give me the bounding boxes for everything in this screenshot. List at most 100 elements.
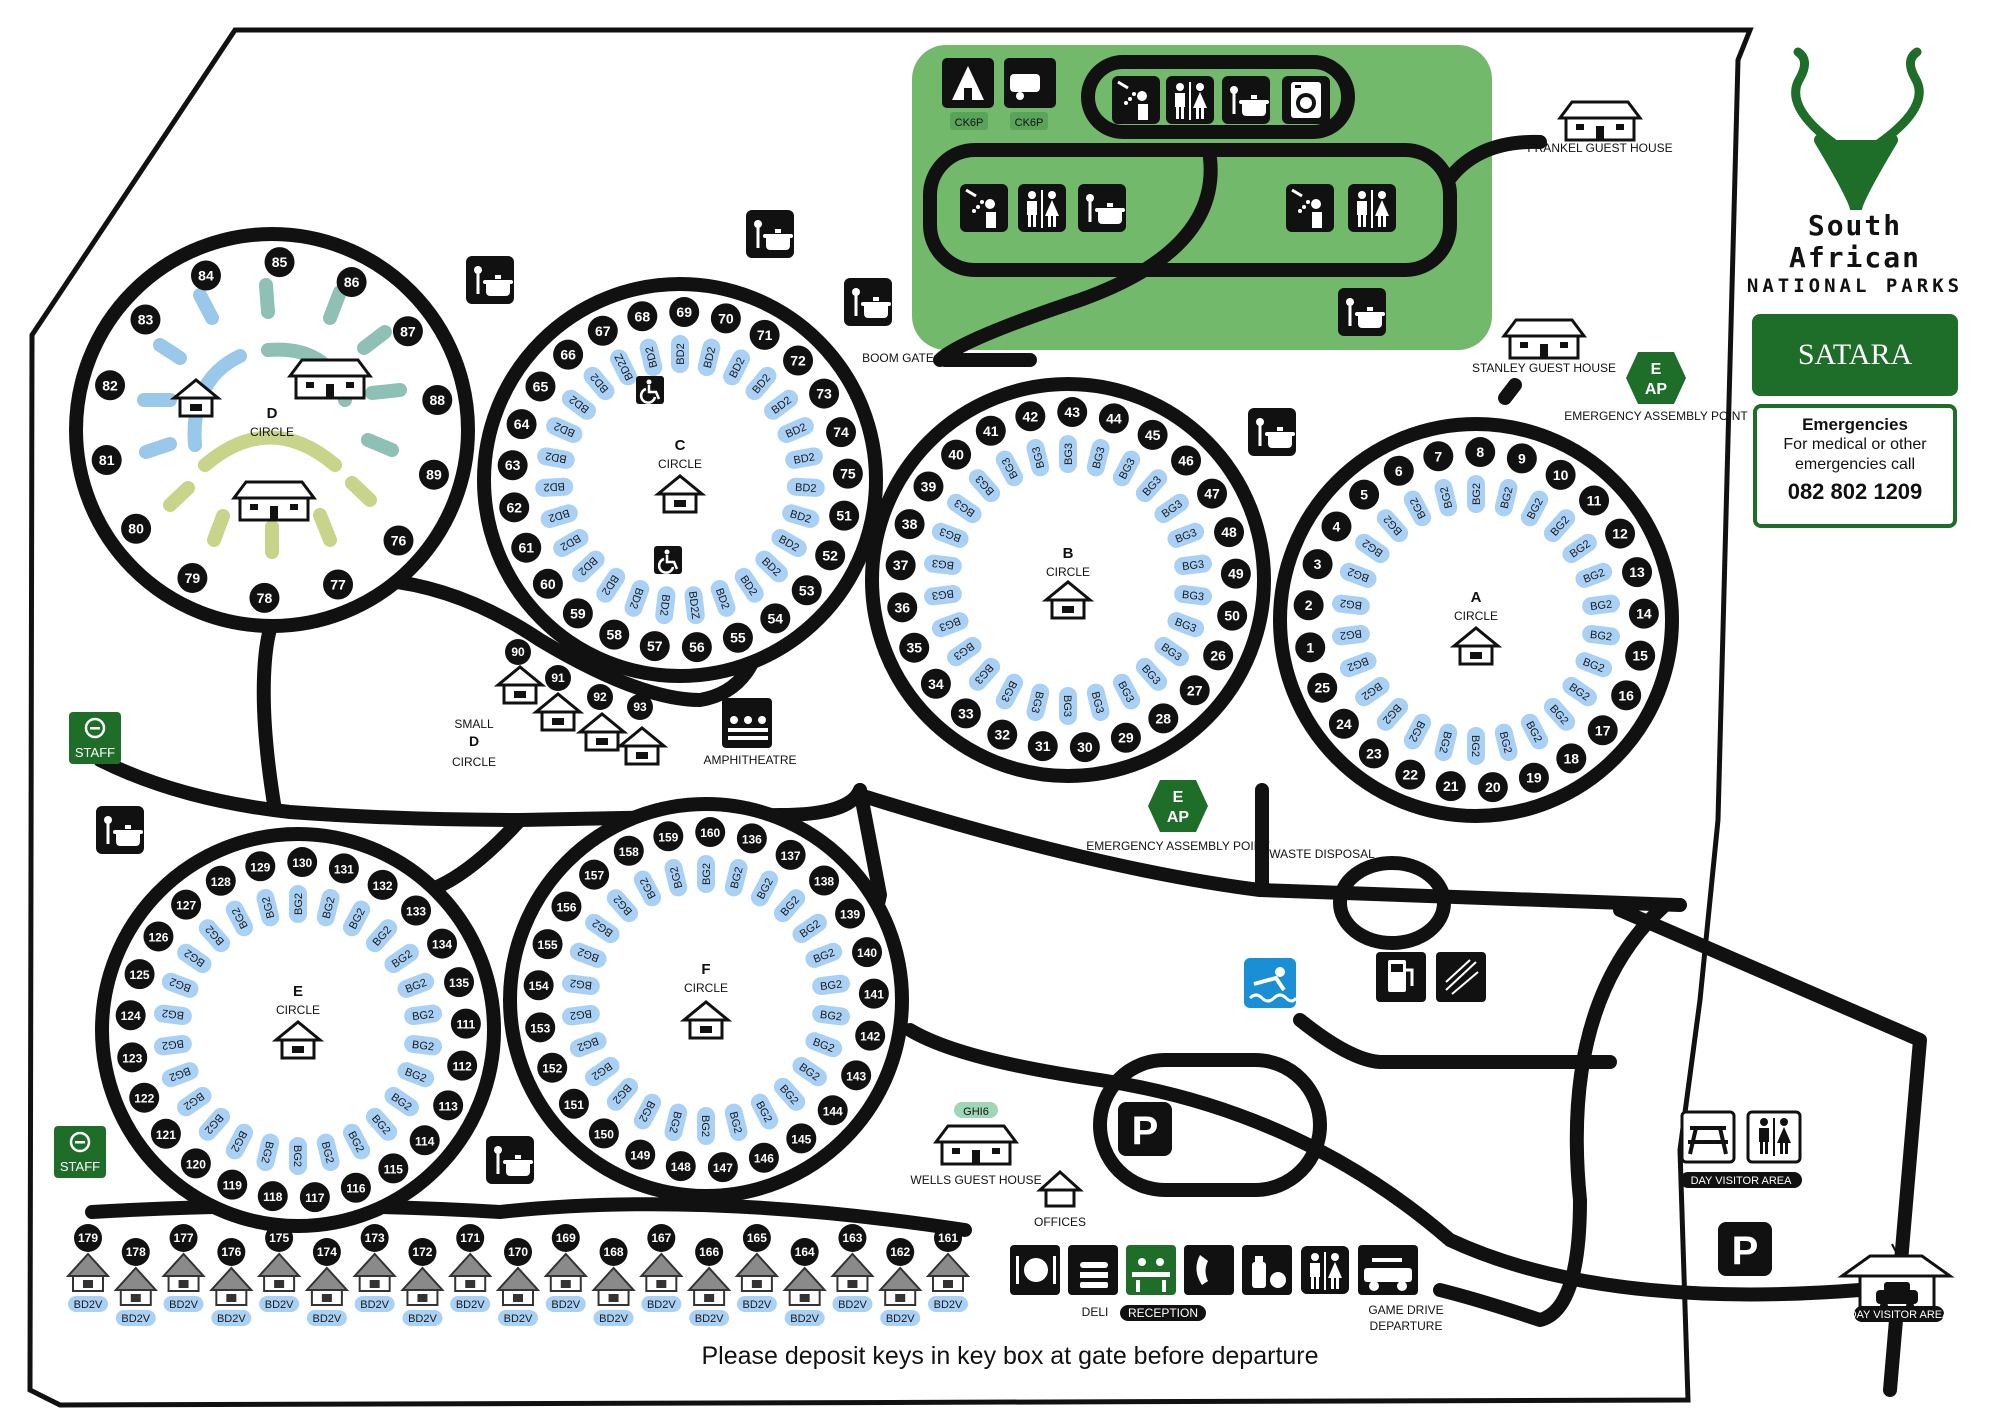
site-number-marker <box>647 1224 676 1252</box>
site-type-label: BG2 <box>1471 483 1483 505</box>
site-type-label: BG3 <box>1028 690 1045 714</box>
site-number-marker <box>1545 459 1576 490</box>
bungalow-d-top <box>288 358 372 400</box>
site-number: 54 <box>768 610 784 626</box>
site-number-marker <box>627 301 658 332</box>
site-number-marker <box>1217 600 1248 631</box>
site-number-marker <box>695 817 726 848</box>
site-number: 61 <box>518 540 534 556</box>
emergency-phone[interactable]: 082 802 1209 <box>1787 479 1923 504</box>
staff-label: STAFF <box>75 745 115 760</box>
site-number: 17 <box>1595 722 1611 738</box>
site-number-marker <box>749 319 780 350</box>
braai-pot-icon <box>1222 76 1270 124</box>
site-number-marker <box>1349 479 1380 510</box>
site-type-badge: BG2 <box>1575 652 1613 678</box>
site-type-label: BD2V <box>886 1313 915 1325</box>
site-type-badge <box>211 1310 252 1326</box>
site-number: 57 <box>647 638 663 654</box>
site-number: 114 <box>415 1134 435 1148</box>
site-number-marker <box>1214 517 1245 548</box>
site-number: 58 <box>606 627 622 643</box>
site-number-marker <box>497 450 528 481</box>
site-number: 130 <box>292 856 312 870</box>
chalet-icon <box>401 1267 444 1306</box>
site-type-badge: BD2 <box>639 338 663 377</box>
site-number: 129 <box>250 860 270 874</box>
toilets-icon <box>1018 184 1066 232</box>
site-number-marker <box>913 471 944 502</box>
game-drive-label: GAME DRIVE <box>1368 1303 1443 1317</box>
site-type-badge: BG2 <box>750 870 779 907</box>
site-number-marker <box>1611 680 1642 711</box>
site-number-marker <box>1293 590 1324 621</box>
site-number-marker <box>599 619 630 650</box>
site-number-marker <box>121 1238 150 1266</box>
stanley-guest-house-icon <box>1502 318 1586 360</box>
chalet-icon <box>735 1253 778 1292</box>
site-number-marker <box>264 247 295 278</box>
site-number: 92 <box>593 690 607 704</box>
site-number: 5 <box>1360 487 1368 503</box>
site-number: 30 <box>1077 739 1093 755</box>
site-number-marker <box>760 603 791 634</box>
site-number: 42 <box>1023 408 1039 424</box>
site-number-marker <box>669 297 700 328</box>
site-number-marker <box>323 569 354 600</box>
site-number: 84 <box>198 268 214 284</box>
site-number: 47 <box>1204 486 1220 502</box>
site-number-marker <box>562 598 593 629</box>
org-name: South African <box>1788 209 1921 274</box>
site-type-badge: BG2 <box>1467 727 1485 765</box>
site-number: 10 <box>1553 467 1569 483</box>
site-number: 145 <box>791 1132 811 1146</box>
site-number-marker <box>941 439 972 470</box>
site-number: 12 <box>1612 526 1628 542</box>
site-type-label: BG2 <box>1339 627 1362 642</box>
ghi6-label: GHI6 <box>963 1106 989 1118</box>
site-number: 177 <box>174 1231 194 1245</box>
site-type-badge: BG2 <box>1339 652 1377 678</box>
chalet-icon <box>544 1253 587 1292</box>
site-type-label: BG2 <box>411 1039 434 1054</box>
site-number-marker <box>553 339 584 370</box>
site-number-marker <box>205 865 236 896</box>
brand-panel: South African NATIONAL PARKS SATARA Emer… <box>1740 50 1970 528</box>
amphitheatre-icon <box>728 716 768 740</box>
site-number: 60 <box>540 576 556 592</box>
circle-a-title: A <box>1471 589 1482 606</box>
site-number: 56 <box>689 639 705 655</box>
toilets-icon <box>1301 1246 1349 1294</box>
site-number: 1 <box>1306 639 1314 655</box>
site-number-marker <box>887 592 918 623</box>
site-number-marker <box>920 668 951 699</box>
swimming-icon <box>1248 967 1298 1003</box>
site-number-marker <box>245 851 276 882</box>
site-type-label: BD2Z <box>686 591 701 621</box>
site-type-label: BD2 <box>547 506 571 524</box>
site-type-label: BG3 <box>1061 695 1073 717</box>
site-type-badge: BG3 <box>995 450 1024 487</box>
site-number-marker <box>639 631 670 662</box>
circle-a-sub: CIRCLE <box>1454 609 1498 623</box>
site-type-label: BD2V <box>934 1299 963 1311</box>
site-type-label: BD2V <box>74 1299 103 1311</box>
site-number: 11 <box>1587 492 1602 508</box>
site-type-badge: BG2 <box>316 1133 340 1172</box>
site-number: 153 <box>530 1021 550 1035</box>
site-number-marker <box>934 1224 962 1252</box>
chalet-icon <box>592 1267 635 1306</box>
site-type-badge: BD2 <box>786 477 825 497</box>
site-number: 149 <box>630 1149 650 1163</box>
site-number-marker <box>558 1088 589 1119</box>
site-type-label: BG2 <box>727 1110 744 1134</box>
site-number: 88 <box>430 392 446 408</box>
site-number: 4 <box>1333 518 1341 534</box>
site-number: 142 <box>860 1030 880 1044</box>
site-type-badge: BG2 <box>1434 478 1458 517</box>
site-number: 83 <box>138 311 154 327</box>
site-number-marker <box>613 835 644 866</box>
site-type-badge: BG3 <box>995 673 1024 710</box>
site-number-marker <box>447 1050 478 1081</box>
site-number: 36 <box>894 599 910 615</box>
